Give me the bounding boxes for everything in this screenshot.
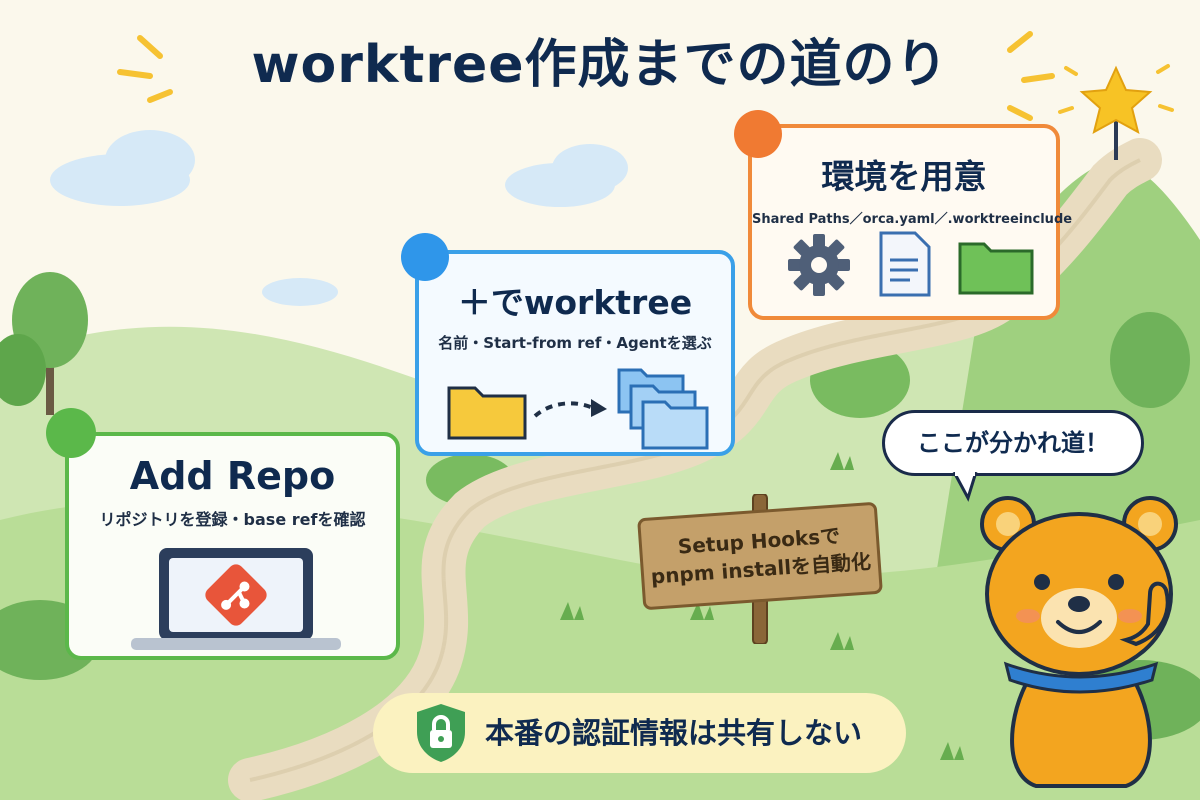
step3-marker-dot <box>734 110 782 158</box>
bear-mascot-icon <box>980 496 1178 788</box>
laptop-icon <box>131 548 341 650</box>
shield-lock-icon <box>417 704 465 762</box>
step2-subtitle: 名前・Start-from ref・Agentを選ぶ <box>438 334 712 352</box>
gear-icon <box>788 234 850 296</box>
step3-title: 環境を用意 <box>821 157 987 196</box>
folders-icon <box>617 368 709 450</box>
security-note: 本番の認証情報は共有しない <box>373 693 906 773</box>
git-icon <box>205 564 267 626</box>
step-card-create-worktree: ＋でworktree 名前・Start-from ref・Agentを選ぶ <box>415 250 735 456</box>
step1-title: Add Repo <box>129 454 336 498</box>
page-title: worktree作成までの道のり <box>251 35 949 95</box>
step-card-add-repo: Add Repo リポジトリを登録・base refを確認 <box>65 432 400 660</box>
speech-bubble-tail <box>952 472 978 502</box>
step2-marker-dot <box>401 233 449 281</box>
title-sparkles <box>117 31 1055 121</box>
speech-bubble: ここが分かれ道！ <box>882 410 1144 476</box>
security-note-text: 本番の認証情報は共有しない <box>485 716 863 750</box>
signpost-board: Setup Hooksで pnpm installを自動化 <box>637 501 883 611</box>
step3-subtitle: Shared Paths／orca.yaml／.worktreeinclude <box>752 212 1073 227</box>
document-icon <box>879 231 931 297</box>
folder-icon <box>958 242 1034 295</box>
step2-title: ＋でworktree <box>457 283 693 322</box>
folder-icon <box>447 386 527 440</box>
step1-subtitle: リポジトリを登録・base refを確認 <box>99 510 366 529</box>
step1-marker-dot <box>46 408 96 458</box>
step-card-prepare-environment: 環境を用意 Shared Paths／orca.yaml／.worktreein… <box>748 124 1073 320</box>
arrow-icon <box>533 399 607 418</box>
clouds <box>50 130 628 306</box>
goal-star-icon <box>1058 64 1174 160</box>
